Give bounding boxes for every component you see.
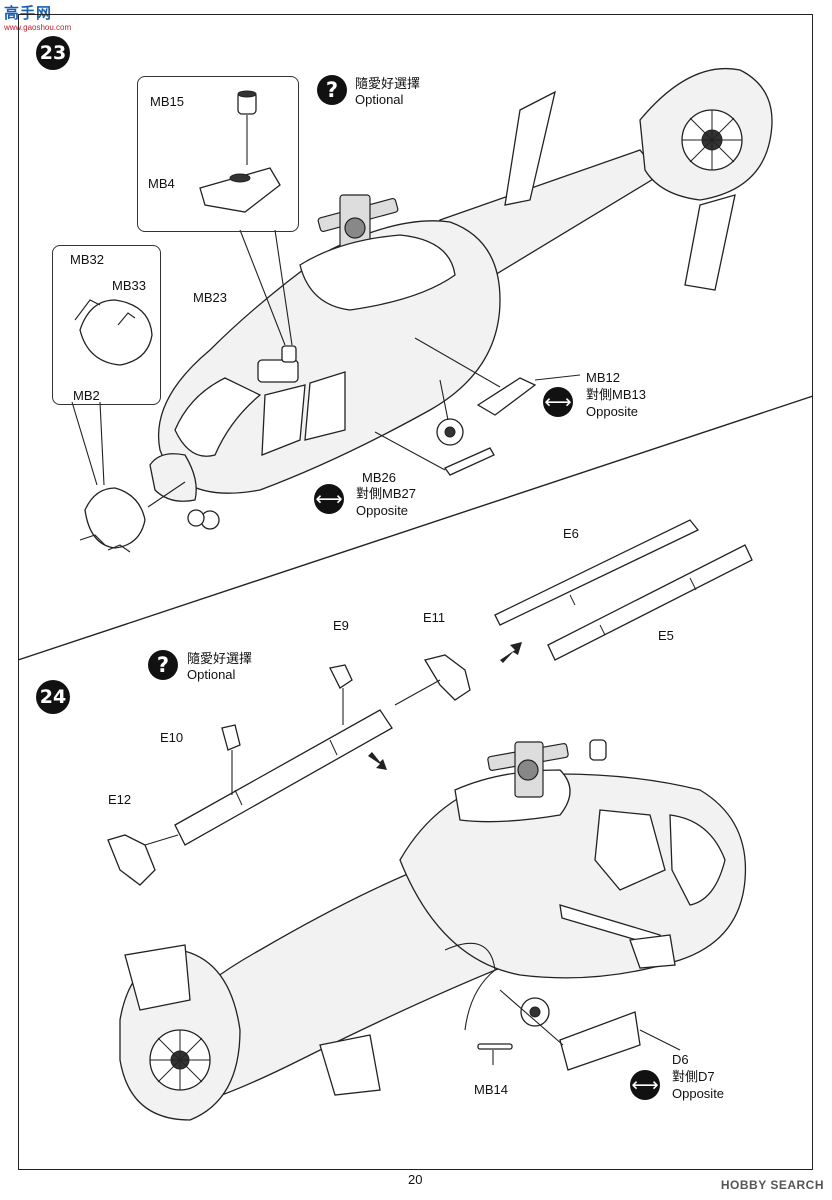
label-mb4: MB4 xyxy=(148,176,175,191)
page-number: 20 xyxy=(408,1172,423,1187)
label-e6: E6 xyxy=(563,526,579,541)
part-mb2-inset xyxy=(79,299,153,366)
brand-watermark: HOBBY SEARCH xyxy=(720,1178,824,1192)
part-e6 xyxy=(494,519,700,626)
label-mb23: MB23 xyxy=(193,290,227,305)
label-e12: E12 xyxy=(108,792,132,807)
opposite-arrow-icon: ⟷ xyxy=(543,387,573,417)
label-mb15: MB15 xyxy=(150,94,184,109)
label-opposite-mb27: Opposite xyxy=(356,503,409,518)
part-d6 xyxy=(559,1011,641,1071)
part-mb4 xyxy=(199,167,281,213)
label-e5: E5 xyxy=(658,628,674,643)
label-mb13: 對側MB13 xyxy=(586,387,646,402)
step-number-23: 23 xyxy=(36,36,70,70)
label-e10: E10 xyxy=(160,730,184,745)
helicopter-step24 xyxy=(119,739,747,1121)
label-mb33: MB33 xyxy=(112,278,146,293)
label-d7: 對側D7 xyxy=(672,1069,715,1084)
label-mb27: 對側MB27 xyxy=(356,486,416,501)
part-mb2 xyxy=(84,487,146,549)
opposite-arrow-icon: ⟷ xyxy=(314,484,344,514)
label-mb26: MB26 xyxy=(362,470,396,485)
label-mb14: MB14 xyxy=(474,1082,508,1097)
part-mb14 xyxy=(477,1043,513,1050)
optional-note-24: 隨愛好選擇 Optional xyxy=(187,651,253,682)
step-divider xyxy=(17,395,814,661)
label-e11: E11 xyxy=(423,610,446,625)
watermark-logo: 高手网 www.gaoshou.com xyxy=(4,5,72,32)
opposite-arrow-icon: ⟷ xyxy=(630,1070,660,1100)
label-mb32: MB32 xyxy=(70,252,104,267)
step-number-24: 24 xyxy=(36,680,70,714)
part-mb12 xyxy=(476,377,537,416)
question-icon: ? xyxy=(317,75,347,105)
part-tube-assembly xyxy=(174,709,393,846)
label-mb12: MB12 xyxy=(586,370,620,385)
part-mb26 xyxy=(444,447,495,476)
page-frame xyxy=(18,14,813,1170)
part-e5 xyxy=(547,544,753,661)
inset-box-mb32-mb33 xyxy=(52,245,161,405)
part-e9 xyxy=(329,664,353,689)
label-e9: E9 xyxy=(333,618,349,633)
question-icon: ? xyxy=(148,650,178,680)
inset-box-mb15-mb4 xyxy=(137,76,299,232)
label-d6: D6 xyxy=(672,1052,689,1067)
label-opposite-mb13: Opposite xyxy=(586,404,639,419)
optional-note-23: 隨愛好選擇 Optional xyxy=(355,76,421,107)
part-e11 xyxy=(423,654,471,701)
label-opposite-d7: Opposite xyxy=(672,1086,725,1101)
part-e10 xyxy=(221,724,241,751)
part-e12 xyxy=(107,834,156,886)
helicopter-step23 xyxy=(149,67,773,530)
label-mb2: MB2 xyxy=(73,388,100,403)
